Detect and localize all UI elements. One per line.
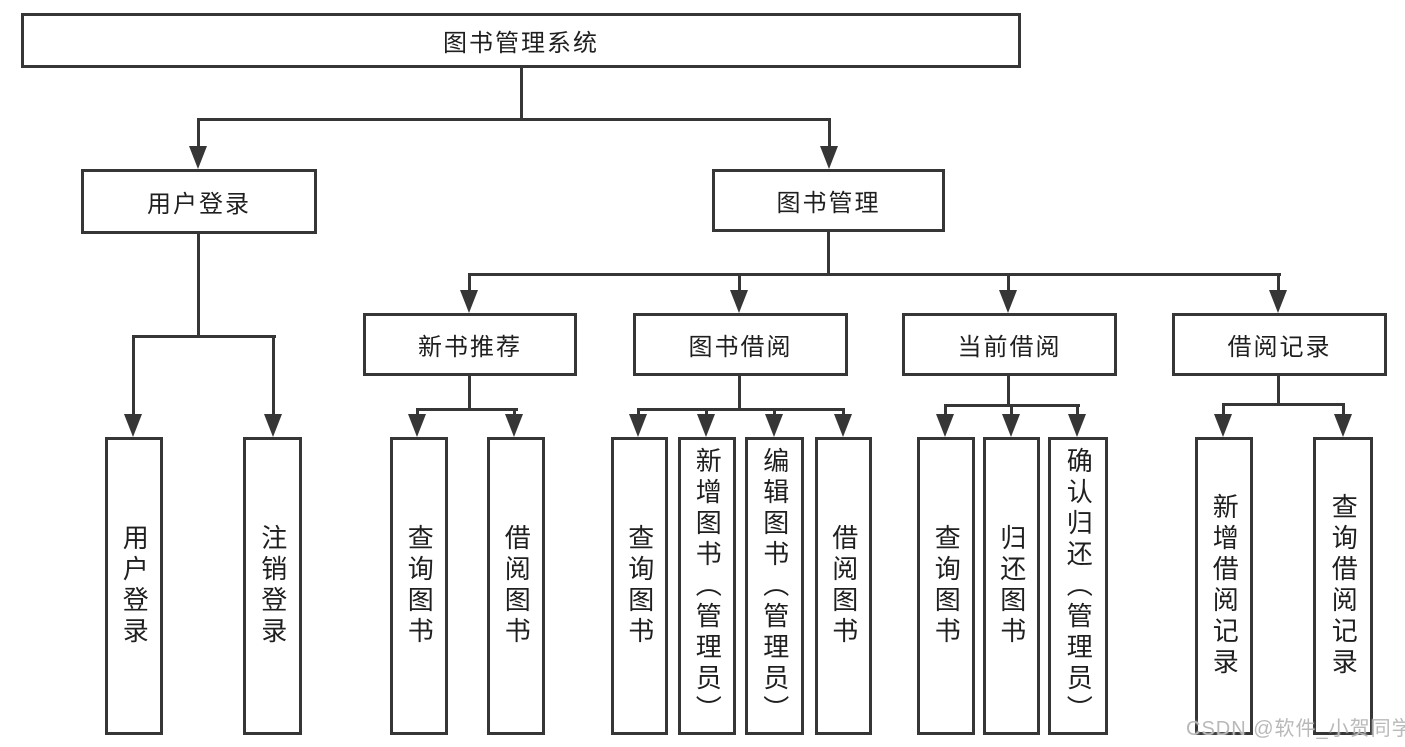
node-borrow-records: 借阅记录: [1172, 313, 1387, 376]
leaf-add-borrow-record: 新增借阅记录: [1195, 437, 1253, 735]
node-label: 图书管理: [776, 190, 881, 217]
leaf-query-books-current: 查询图书: [917, 437, 975, 735]
leaf-label: 用户登录: [119, 524, 150, 648]
arrowhead-icon: [124, 414, 142, 437]
arrowhead-icon: [820, 146, 838, 169]
connector-line: [738, 273, 741, 292]
arrowhead-icon: [629, 414, 647, 437]
node-current-borrow: 当前借阅: [902, 313, 1117, 376]
arrowhead-icon: [505, 414, 523, 437]
connector-line: [1277, 273, 1280, 292]
arrowhead-icon: [264, 414, 282, 437]
arrowhead-icon: [460, 290, 478, 313]
connector-line: [416, 408, 419, 418]
leaf-label: 编辑图书（管理员）: [759, 446, 790, 726]
leaf-label: 注销登录: [257, 524, 288, 648]
leaf-label: 新增图书（管理员）: [692, 446, 723, 726]
node-label: 图书管理系统: [443, 30, 599, 57]
leaf-user-login: 用户登录: [105, 437, 163, 735]
arrowhead-icon: [999, 290, 1017, 313]
arrowhead-icon: [408, 414, 426, 437]
connector-line: [197, 233, 200, 336]
connector-line: [1076, 404, 1079, 414]
leaf-add-books-admin: 新增图书（管理员）: [678, 437, 736, 735]
connector-line: [416, 408, 518, 411]
node-new-book-recommend: 新书推荐: [363, 313, 577, 376]
node-label: 用户登录: [147, 191, 251, 218]
connector-line: [513, 408, 516, 418]
arrowhead-icon: [834, 414, 852, 437]
arrowhead-icon: [697, 414, 715, 437]
connector-line: [132, 335, 276, 338]
leaf-edit-books-admin: 编辑图书（管理员）: [745, 437, 804, 735]
arrowhead-icon: [765, 414, 783, 437]
connector-line: [944, 404, 947, 414]
leaf-label: 借阅图书: [828, 524, 859, 648]
connector-line: [828, 118, 831, 148]
connector-line: [1007, 273, 1010, 292]
connector-line: [827, 231, 830, 273]
connector-line: [197, 118, 200, 148]
connector-line: [738, 376, 741, 408]
arrowhead-icon: [1002, 414, 1020, 437]
node-label: 当前借阅: [957, 334, 1062, 361]
connector-line: [1277, 376, 1280, 403]
connector-line: [468, 273, 1281, 276]
connector-line: [1222, 403, 1225, 414]
arrowhead-icon: [1214, 414, 1232, 437]
connector-line: [520, 67, 523, 118]
node-book-management: 图书管理: [712, 169, 945, 232]
leaf-label: 归还图书: [996, 524, 1027, 648]
connector-line: [468, 376, 471, 408]
leaf-label: 查询借阅记录: [1328, 493, 1359, 679]
leaf-label: 新增借阅记录: [1209, 493, 1240, 679]
leaf-query-borrow-record: 查询借阅记录: [1313, 437, 1373, 735]
node-book-borrow: 图书借阅: [633, 313, 848, 376]
connector-line: [773, 408, 776, 418]
connector-line: [637, 408, 845, 411]
connector-line: [637, 408, 640, 418]
connector-line: [197, 118, 831, 121]
node-label: 图书借阅: [688, 334, 793, 361]
leaf-borrow-books-recommend: 借阅图书: [487, 437, 545, 735]
node-user-login: 用户登录: [81, 169, 317, 234]
connector-line: [272, 335, 275, 415]
connector-line: [1342, 403, 1345, 414]
leaf-confirm-return-admin: 确认归还（管理员）: [1048, 437, 1108, 735]
node-label: 借阅记录: [1227, 334, 1332, 361]
leaf-logout: 注销登录: [243, 437, 302, 735]
arrowhead-icon: [1068, 414, 1086, 437]
connector-line: [705, 408, 708, 418]
leaf-label: 确认归还（管理员）: [1063, 446, 1094, 726]
leaf-label: 查询图书: [404, 524, 435, 648]
arrowhead-icon: [1334, 414, 1352, 437]
arrowhead-icon: [936, 414, 954, 437]
node-label: 新书推荐: [418, 334, 522, 361]
leaf-label: 查询图书: [931, 524, 962, 648]
leaf-query-books-recommend: 查询图书: [390, 437, 448, 735]
connector-line: [468, 273, 471, 292]
leaf-borrow-books: 借阅图书: [815, 437, 872, 735]
arrowhead-icon: [1269, 290, 1287, 313]
arrowhead-icon: [189, 146, 207, 169]
leaf-label: 查询图书: [624, 524, 655, 648]
leaf-label: 借阅图书: [501, 524, 532, 648]
connector-line: [1007, 376, 1010, 404]
leaf-return-books: 归还图书: [983, 437, 1040, 735]
connector-line: [842, 408, 845, 418]
node-system-root: 图书管理系统: [21, 13, 1021, 68]
connector-line: [1010, 404, 1013, 414]
connector-line: [1222, 403, 1345, 406]
arrowhead-icon: [730, 290, 748, 313]
watermark: CSDN @软件_小贺同学: [1186, 718, 1405, 740]
leaf-query-books-borrow: 查询图书: [611, 437, 668, 735]
connector-line: [132, 335, 135, 415]
